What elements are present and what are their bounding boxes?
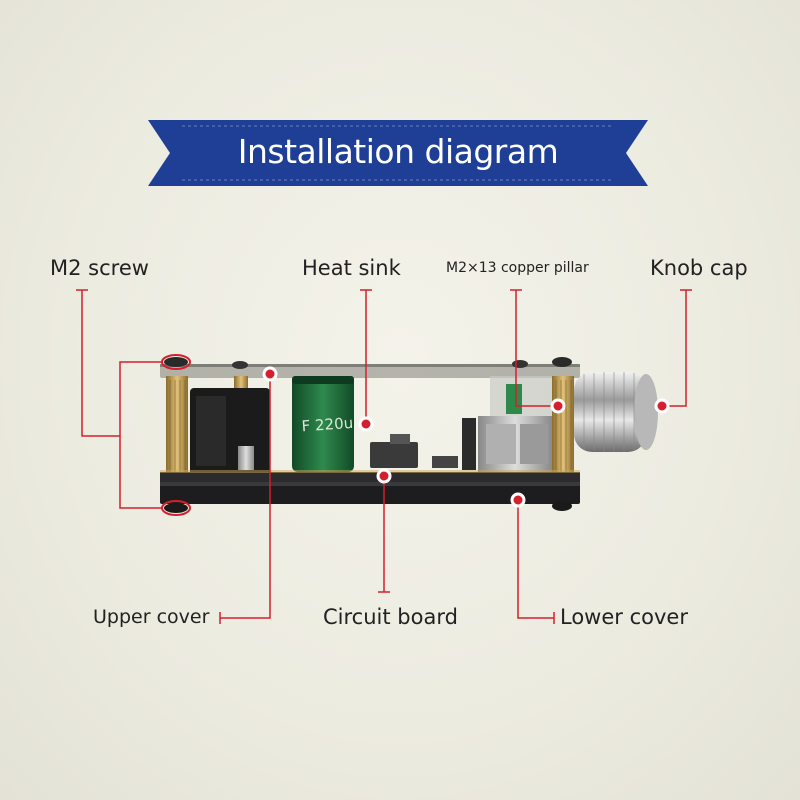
- dc-power-jack: [190, 388, 270, 476]
- copper-pillars: [166, 376, 574, 476]
- capacitor-marking: F 220u: [301, 414, 354, 436]
- leader-lines: [76, 289, 692, 624]
- label-heat-sink: Heat sink: [302, 256, 401, 280]
- lower-cover-panel: [160, 482, 580, 504]
- knob-cap: [574, 372, 658, 452]
- banner-title: Installation diagram: [237, 132, 559, 171]
- label-lower-cover: Lower cover: [560, 605, 688, 629]
- pcb-components: [370, 418, 476, 470]
- marker-dots: [262, 366, 670, 508]
- bottom-screws: [164, 501, 572, 513]
- label-knob-cap: Knob cap: [650, 256, 748, 280]
- circuit-board-pcb: [160, 470, 580, 482]
- label-m2-screw: M2 screw: [50, 256, 149, 280]
- label-copper-pillar: M2×13 copper pillar: [446, 260, 589, 276]
- potentiometer-body: [478, 376, 552, 472]
- title-banner: Installation diagram: [148, 120, 648, 186]
- electrolytic-capacitor: F 220u: [292, 376, 354, 472]
- label-circuit-board: Circuit board: [323, 605, 458, 629]
- label-upper-cover: Upper cover: [93, 606, 210, 628]
- banner-ribbon: [148, 120, 648, 186]
